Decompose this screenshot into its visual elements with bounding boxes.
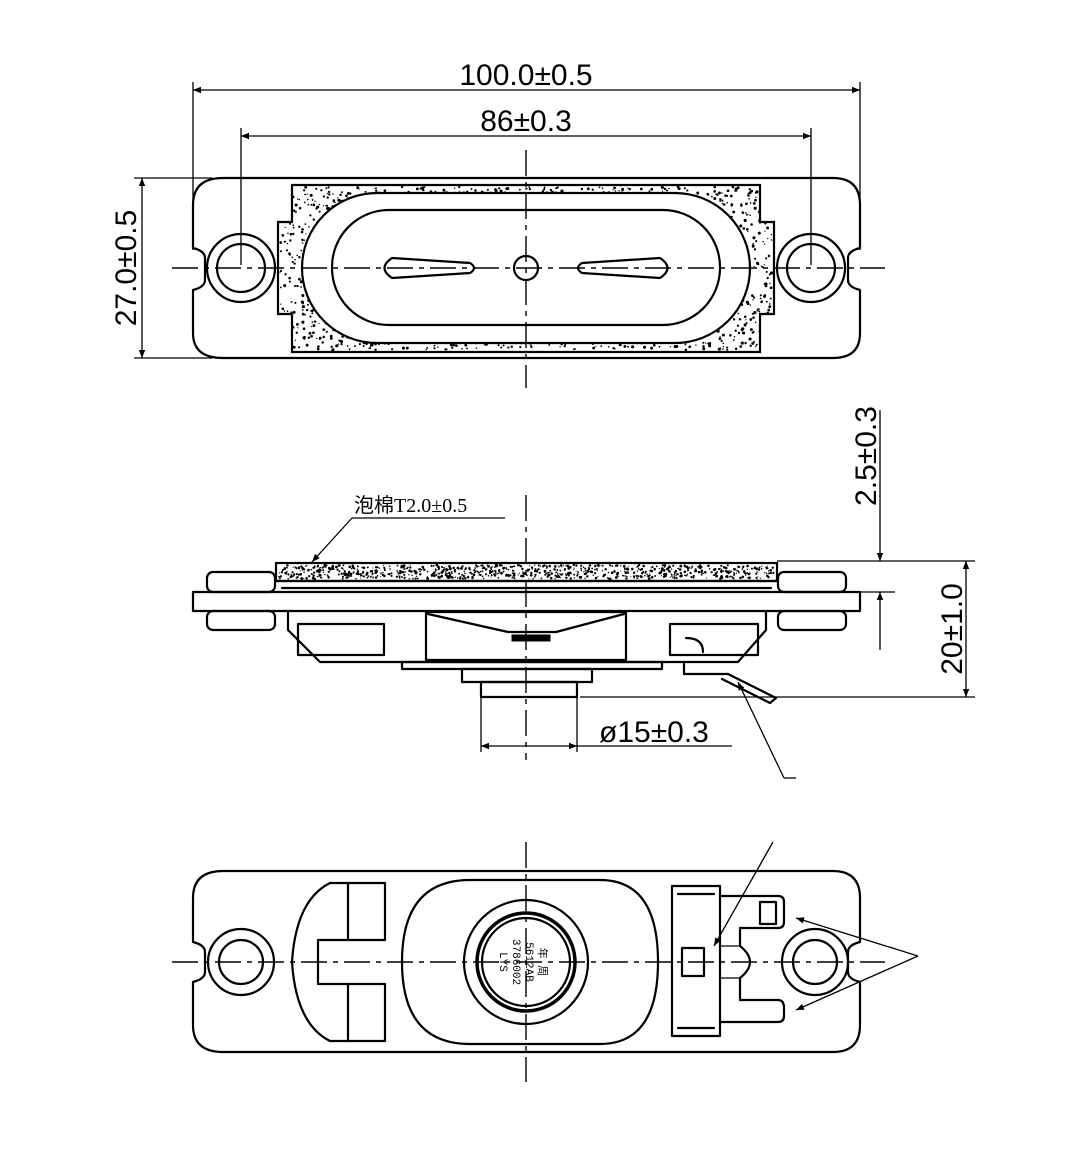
- side-view: 泡棉T2.0±0.5: [191, 406, 975, 779]
- foam-height-label: 2.5±0.3: [850, 406, 883, 506]
- top-view: 100.0±0.5 86±0.3 27.0±0.5: [110, 59, 885, 388]
- magnet-diameter-label: ø15±0.3: [599, 716, 709, 749]
- overall-width-dimension: 27.0±0.5: [110, 177, 212, 359]
- label-line-1: LYS: [496, 952, 508, 972]
- label-line-4: 年 周: [535, 948, 550, 977]
- foam-note: 泡棉T2.0±0.5: [354, 494, 467, 517]
- label-line-2: 3786002: [509, 939, 521, 985]
- side-foam-texture: [278, 563, 775, 581]
- foam-height-dimension: 2.5±0.3: [777, 406, 895, 650]
- left-slot: [383, 256, 476, 280]
- right-slot: [576, 256, 669, 280]
- top-frame-outline: [191, 176, 862, 360]
- magnet-diameter-dimension: ø15±0.3: [480, 697, 732, 752]
- total-height-dimension: 20±1.0: [580, 560, 975, 698]
- overall-width-label: 27.0±0.5: [110, 210, 143, 327]
- hole-spacing-dimension: 86±0.3: [240, 105, 812, 265]
- bottom-view: LYS 3786002 5612AB 年 周: [172, 841, 919, 1082]
- overall-length-dimension: 100.0±0.5: [192, 59, 861, 250]
- hole-spacing-label: 86±0.3: [480, 105, 572, 138]
- terminal-block: [670, 884, 786, 1038]
- overall-length-label: 100.0±0.5: [459, 59, 592, 92]
- bottom-frame-outline: [191, 869, 862, 1054]
- total-height-label: 20±1.0: [936, 583, 969, 675]
